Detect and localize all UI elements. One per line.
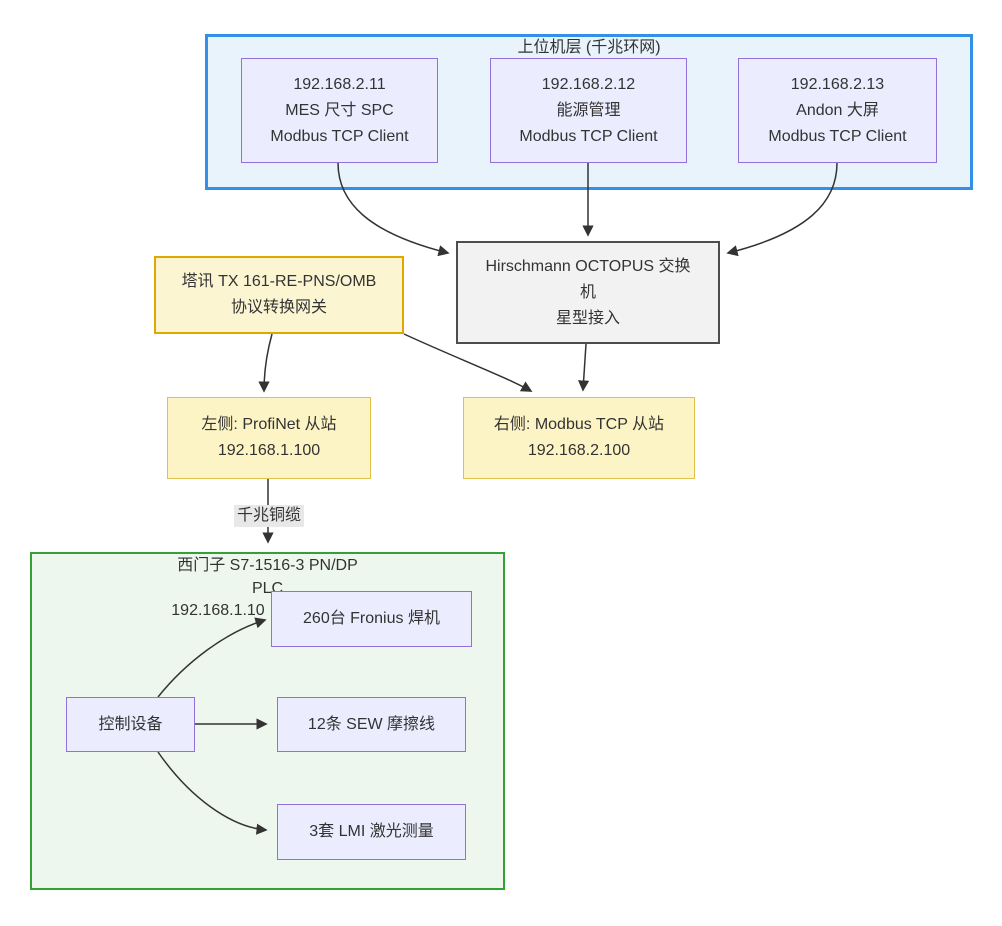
node-modbus-slave-ip: 192.168.2.100	[527, 442, 631, 459]
node-mes-ip: 192.168.2.11	[293, 75, 386, 93]
node-andon-role: Modbus TCP Client	[768, 127, 907, 145]
node-modbus-slave-name: 右侧: Modbus TCP 从站	[493, 416, 665, 433]
node-gateway-model: 塔讯 TX 161-RE-PNS/OMB	[181, 273, 377, 290]
node-lmi-laser: 3套 LMI 激光测量	[277, 804, 466, 860]
cluster-plc-label-line1: 西门子 S7-1516-3 PN/DP	[177, 557, 358, 574]
node-fronius-welders: 260台 Fronius 焊机	[271, 591, 472, 647]
node-mes-role: Modbus TCP Client	[270, 127, 409, 145]
node-profinet-slave-name: 左侧: ProfiNet 从站	[201, 416, 337, 433]
node-andon-client: 192.168.2.13 Andon 大屏 Modbus TCP Client	[738, 58, 937, 163]
node-energy-role: Modbus TCP Client	[519, 127, 658, 145]
node-sew-lines: 12条 SEW 摩擦线	[277, 697, 466, 752]
node-control-device: 控制设备	[66, 697, 195, 752]
edge-switch-to-modbus-slave	[577, 343, 590, 392]
node-energy-client: 192.168.2.12 能源管理 Modbus TCP Client	[490, 58, 687, 163]
node-switch-line1: Hirschmann OCTOPUS 交换	[485, 257, 691, 275]
edge-label-copper-cable: 千兆铜缆	[234, 505, 305, 527]
edge-control-to-lmi	[157, 751, 268, 835]
node-energy-ip: 192.168.2.12	[541, 75, 636, 93]
node-energy-name: 能源管理	[556, 101, 621, 119]
node-gateway-role: 协议转换网关	[230, 299, 327, 316]
node-gateway: 塔讯 TX 161-RE-PNS/OMB 协议转换网关	[154, 256, 404, 334]
node-switch-line3: 星型接入	[555, 309, 620, 327]
node-switch: Hirschmann OCTOPUS 交换 机 星型接入	[456, 241, 720, 344]
node-andon-ip: 192.168.2.13	[790, 75, 885, 93]
node-lmi-label: 3套 LMI 激光测量	[309, 823, 434, 840]
node-control-label: 控制设备	[98, 715, 163, 733]
edge-control-to-fronius	[157, 617, 267, 698]
node-modbus-slave: 右侧: Modbus TCP 从站 192.168.2.100	[463, 397, 695, 479]
node-mes-name: MES 尺寸 SPC	[285, 101, 394, 119]
cluster-upper-layer-label: 上位机层 (千兆环网)	[517, 39, 661, 56]
cluster-plc-label-line3: 192.168.1.10	[171, 602, 265, 619]
node-profinet-slave-ip: 192.168.1.100	[217, 442, 321, 459]
node-switch-line2: 机	[579, 283, 596, 301]
node-profinet-slave: 左侧: ProfiNet 从站 192.168.1.100	[167, 397, 371, 479]
edge-mes-to-switch	[337, 162, 450, 257]
node-fronius-label: 260台 Fronius 焊机	[303, 610, 440, 627]
node-andon-name: Andon 大屏	[796, 101, 879, 119]
node-sew-label: 12条 SEW 摩擦线	[307, 715, 436, 733]
node-mes-client: 192.168.2.11 MES 尺寸 SPC Modbus TCP Clien…	[241, 58, 438, 163]
edge-gateway-to-profinet-slave	[258, 333, 273, 393]
edge-gateway-to-modbus-slave	[403, 333, 533, 392]
edge-andon-to-switch	[726, 162, 838, 257]
